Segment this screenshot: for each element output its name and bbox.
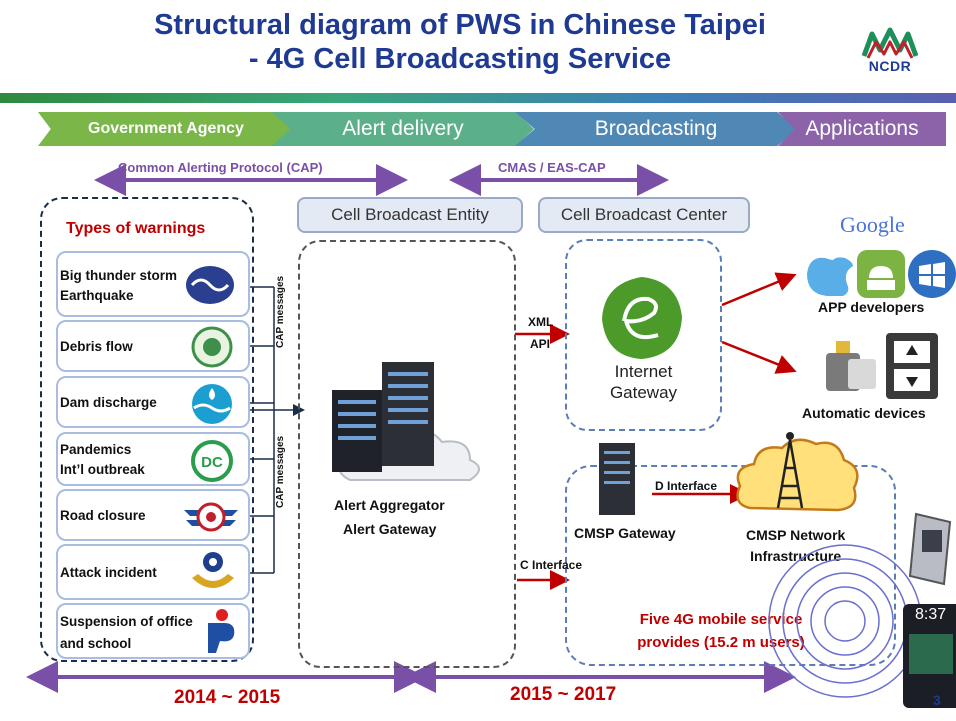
water-agency-icon: [192, 384, 232, 424]
providers-line: provides (15.2 m users): [637, 634, 805, 651]
d-interface-label: D Interface: [655, 479, 718, 493]
api-label: API: [530, 337, 551, 351]
app-platform-icons: [807, 250, 956, 298]
providers-line: Five 4G mobile service: [639, 611, 803, 628]
windows-icon: [908, 250, 956, 298]
cmsp-network-label: CMSP Network Infrastructure: [746, 525, 845, 567]
warning-item-dam: Dam discharge: [56, 376, 250, 428]
warning-item-attack: Attack incident: [56, 544, 250, 600]
header-divider: [0, 93, 956, 103]
slide-title: Structural diagram of PWS in Chinese Tai…: [80, 8, 840, 76]
cmsp-network-line: Infrastructure: [750, 548, 842, 564]
smartphone: 8:37: [903, 604, 956, 708]
warning-line: Pandemics: [60, 442, 132, 457]
warning-line: Debris flow: [60, 339, 133, 354]
phone-alert-screen: [909, 634, 953, 674]
stage-label: Alert delivery: [342, 117, 464, 140]
ncdr-logo-icon: [861, 27, 919, 59]
to-app-developers-arrow: [721, 272, 797, 307]
alert-gateway-panel: [298, 240, 516, 668]
internet-e-icon: [602, 277, 682, 359]
timeline-period-1: 2014 ~ 2015: [174, 687, 281, 708]
cap-messages-label-1: CAP messages: [275, 275, 286, 348]
alert-aggregator-label: Alert Aggregator: [334, 497, 445, 513]
cmsp-network-line: CMSP Network: [746, 527, 846, 543]
stage-applications: Applications: [778, 112, 946, 146]
warnings-bracket: [250, 286, 275, 574]
cmsp-gateway-label: CMSP Gateway: [574, 525, 676, 541]
cmas-label: CMAS / EAS-CAP: [498, 160, 606, 175]
cell-broadcast-center: Cell Broadcast Center: [538, 197, 750, 233]
internet-line: Internet: [614, 362, 673, 381]
svg-text:DC: DC: [201, 454, 223, 471]
providers-label: Five 4G mobile service provides (15.2 m …: [602, 608, 840, 654]
weather-bureau-icon: [186, 266, 234, 304]
warning-line: Big thunder storm: [60, 268, 177, 283]
cap-messages-label-2: CAP messages: [275, 435, 286, 508]
warning-item-road: Road closure: [56, 489, 250, 541]
network-cloud-tower-icon: [736, 432, 859, 512]
stage-broadcasting: Broadcasting: [515, 112, 797, 146]
defense-emblem-icon: [192, 552, 234, 588]
warning-line: Suspension of office: [60, 614, 193, 629]
internet-gateway-panel: [565, 239, 722, 431]
cdc-icon: DC: [191, 440, 233, 482]
stage-label: Government Agency: [88, 120, 244, 137]
timeline-period-2: 2015 ~ 2017: [510, 684, 617, 705]
soil-bureau-icon: [191, 326, 233, 368]
warning-line: Road closure: [60, 508, 146, 523]
warning-line: and school: [60, 636, 132, 651]
title-line-1: Structural diagram of PWS in Chinese Tai…: [154, 9, 766, 41]
xml-label: XML: [528, 315, 554, 329]
cmsp-server-icon: [599, 443, 635, 515]
warning-item-storm: Big thunder storm Earthquake: [56, 251, 250, 317]
warning-line: Int’l outbreak: [60, 462, 145, 477]
automatic-devices-icon: [826, 333, 938, 399]
logo-text: NCDR: [868, 58, 912, 74]
cmsp-panel: [565, 465, 896, 666]
cap-label: Common Alerting Protocol (CAP): [118, 160, 323, 175]
server-cluster-icon: [332, 362, 480, 481]
highway-police-icon: [184, 502, 238, 532]
automatic-devices-label: Automatic devices: [802, 405, 926, 421]
phone-time: 8:37: [915, 606, 947, 623]
apple-icon: [807, 257, 853, 296]
stage-government-agency: Government Agency: [38, 112, 294, 146]
ncdr-logo: NCDR: [858, 20, 922, 76]
page-number: 3: [933, 692, 941, 708]
internet-line: Gateway: [609, 383, 678, 402]
to-automatic-devices-arrow: [721, 340, 797, 374]
warning-line: Earthquake: [60, 288, 134, 303]
warning-item-suspension: Suspension of office and school: [56, 603, 250, 659]
internet-gateway-label: Internet Gateway: [565, 361, 722, 403]
cell-broadcast-entity: Cell Broadcast Entity: [297, 197, 523, 233]
c-interface-label: C Interface: [520, 558, 583, 572]
warning-item-pandemic: Pandemics Int’l outbreak DC: [56, 432, 250, 486]
stage-alert-delivery: Alert delivery: [272, 112, 534, 146]
app-developers-label: APP developers: [818, 299, 925, 315]
warning-item-debris: Debris flow: [56, 320, 250, 372]
stage-label: Broadcasting: [594, 117, 718, 140]
personnel-admin-icon: [208, 609, 235, 653]
warning-line: Attack incident: [60, 565, 157, 580]
warnings-heading: Types of warnings: [66, 220, 206, 237]
warning-line: Dam discharge: [60, 395, 157, 410]
warnings-panel: [40, 197, 254, 662]
flip-phone-icon: [908, 512, 952, 586]
title-line-2: - 4G Cell Broadcasting Service: [248, 43, 672, 75]
stage-label: Applications: [805, 117, 919, 140]
alert-gateway-label: Alert Gateway: [343, 521, 437, 537]
google-logo: Google: [840, 212, 905, 237]
